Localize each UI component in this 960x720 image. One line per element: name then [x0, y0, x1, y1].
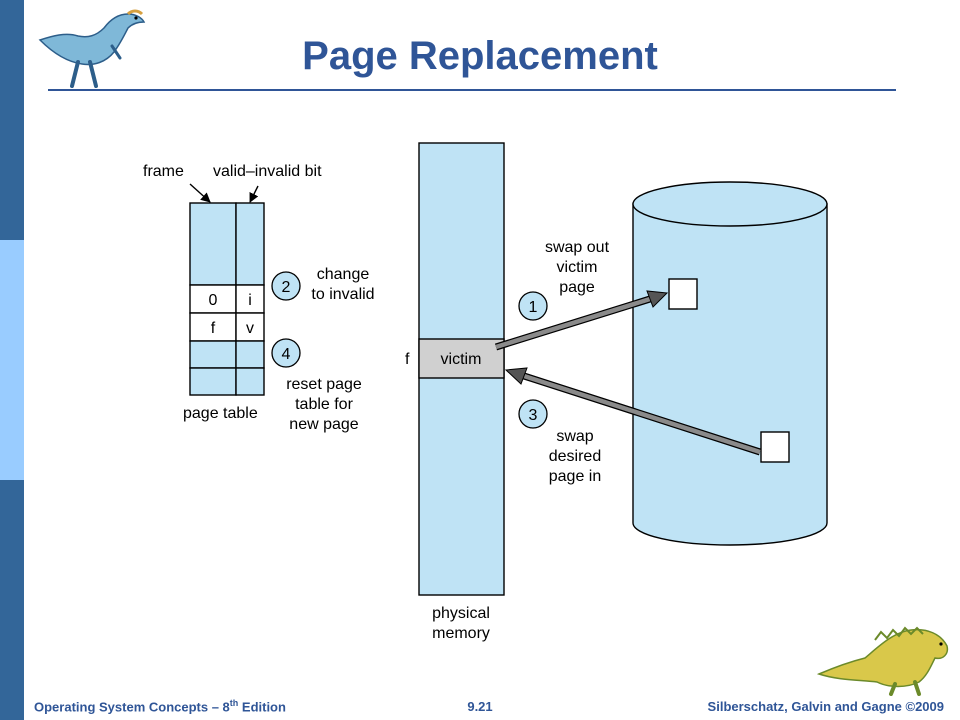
page-number: 9.21	[467, 699, 493, 714]
page-table-row-1-frame: f	[211, 320, 216, 337]
dinosaur-logo-top	[38, 9, 146, 88]
footer-edition-superscript: th	[229, 697, 239, 708]
step-3-line-2: desired	[549, 448, 601, 465]
sidebar-bottom-band	[0, 480, 24, 720]
backing-store-cylinder	[632, 181, 828, 546]
step-4-line-3: new page	[289, 416, 358, 433]
frame-f-label: f	[405, 351, 410, 368]
step-2-line-2: to invalid	[311, 286, 374, 303]
step-1-line-3: page	[559, 279, 595, 296]
physical-memory-label-line-1: physical	[432, 605, 490, 622]
victim-label: victim	[441, 351, 482, 368]
step-4-line-1: reset page	[286, 376, 362, 393]
step-4-line-2: table for	[295, 396, 353, 413]
physical-memory-label-line-2: memory	[432, 625, 490, 642]
step-3-line-1: swap	[556, 428, 593, 445]
valid-invalid-bit-label: valid–invalid bit	[213, 163, 322, 180]
step-1-number: 1	[529, 299, 538, 316]
title-divider	[48, 89, 896, 91]
step-1-line-2: victim	[557, 259, 598, 276]
frame-pointer-arrow	[189, 183, 211, 203]
slide-title: Page Replacement	[302, 34, 658, 78]
sidebar-top-band	[0, 0, 24, 240]
frame-label: frame	[143, 163, 184, 180]
step-3-circle	[518, 399, 548, 429]
step-1-line-1: swap out	[545, 239, 610, 256]
page-table-row-0-frame: 0	[209, 292, 218, 309]
page-table-row-0-bit: i	[248, 292, 252, 309]
footer-authors: Silberschatz, Galvin and Gagne ©2009	[707, 699, 944, 714]
step-1-circle	[518, 291, 548, 321]
step-3-number: 3	[529, 407, 538, 424]
step-2-line-1: change	[317, 266, 370, 283]
victim-frame	[418, 338, 505, 379]
footer-book-title-suffix: Edition	[238, 699, 286, 714]
footer-book-title-prefix: Operating System Concepts – 8	[34, 699, 230, 714]
step-2-number: 2	[282, 279, 291, 296]
swap-in-arrow	[504, 367, 762, 456]
step-4-circle	[271, 338, 301, 368]
dinosaur-logo-bottom	[816, 626, 949, 696]
step-2-circle	[271, 271, 301, 301]
page-table-label: page table	[183, 405, 258, 422]
desired-page-box	[760, 431, 790, 463]
step-4-number: 4	[282, 346, 291, 363]
page-table	[189, 202, 265, 396]
swap-out-arrow	[494, 290, 669, 351]
step-3-line-3: page in	[549, 468, 602, 485]
bit-pointer-arrow	[249, 185, 259, 203]
footer-book-title: Operating System Concepts – 8th Edition	[34, 698, 286, 714]
swapped-out-page-box	[668, 278, 698, 310]
page-table-row-1-bit: v	[246, 320, 254, 337]
sidebar-middle-band	[0, 240, 24, 480]
